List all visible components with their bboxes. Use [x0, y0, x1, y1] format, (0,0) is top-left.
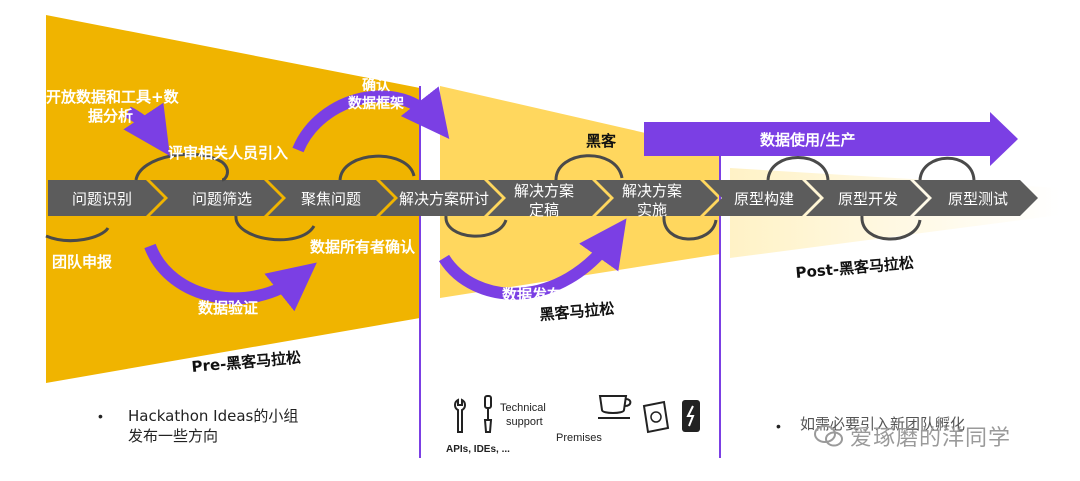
open-data-label-2: 据分析 [88, 107, 133, 125]
open-data-arrow [123, 102, 170, 156]
screwdriver-icon [483, 395, 493, 433]
step-chevron-2 [150, 180, 282, 216]
loop-ring-9 [860, 215, 922, 241]
step-label-3: 聚焦问题 [301, 190, 361, 208]
validate-label: 数据验证 [198, 299, 258, 317]
wrench-icon [454, 398, 466, 433]
right-note-bullet: • [776, 418, 781, 434]
step-chevron-4 [380, 180, 502, 216]
step-label-9: 原型测试 [948, 190, 1008, 208]
wechat-logo-icon [814, 424, 844, 448]
step-label-8: 原型开发 [838, 190, 898, 208]
step-chevron-6 [596, 180, 718, 216]
step-label-5: 解决方案定稿 [514, 182, 574, 219]
step-chevron-1 [48, 180, 164, 216]
right-note: 如需必要引入新团队孵化 [800, 415, 966, 433]
watermark-text: 爱琢磨的洋同学 [850, 426, 1012, 451]
data-usage-arrow [644, 112, 1018, 166]
step-label-1: 问题识别 [72, 190, 132, 208]
left-note-line-1: Hackathon Ideas的小组 [128, 407, 299, 425]
step-label-7: 原型构建 [734, 190, 794, 208]
release-label: 数据发布 [502, 286, 562, 304]
loop-ring-1 [45, 227, 110, 243]
loop-ring-3 [234, 215, 316, 242]
step-chevron-8 [806, 180, 928, 216]
step-chevron-9 [914, 180, 1038, 216]
release-arrow [438, 218, 627, 300]
confirm-label-2: 数据框架 [348, 95, 404, 112]
confirm-arrow [292, 86, 450, 153]
loop-ring-8 [766, 156, 830, 181]
premises-label: Premises [556, 432, 602, 444]
loop-ring-4 [338, 154, 416, 181]
loop-ring-6 [554, 154, 624, 181]
validate-arrow [144, 243, 317, 312]
hacker-label: 黑客 [586, 132, 617, 150]
loop-ring-5 [444, 215, 508, 238]
team-label: 团队申报 [52, 253, 112, 271]
confirm-label-1: 确认 [362, 77, 391, 94]
reviewer-label: 评审相关人员引入 [168, 144, 288, 162]
step-chevron-3 [268, 180, 394, 216]
post-phase-title: Post-黑客马拉松 [795, 254, 915, 282]
tech-support-label-1: Technical [500, 402, 546, 414]
tech-support-label-2: support [506, 416, 543, 428]
snack-bag-icon [642, 400, 670, 434]
coffee-cup-icon [598, 395, 632, 419]
loop-ring-10 [918, 156, 976, 181]
left-note-line-2: 发布一些方向 [128, 427, 219, 445]
step-label-4: 解决方案研讨 [399, 190, 489, 208]
loop-rings [45, 152, 976, 243]
step-label-2: 问题筛选 [192, 190, 252, 208]
loop-ring-2 [134, 152, 229, 182]
process-strip [48, 180, 1038, 216]
flow-arrows [123, 86, 627, 312]
apis-label: APIs, IDEs, ... [446, 444, 510, 455]
energy-drink-icon [682, 400, 700, 432]
owner-label: 数据所有者确认 [310, 238, 416, 256]
left-note-bullet: • [98, 408, 103, 424]
loop-ring-7 [662, 215, 718, 241]
data-usage-label: 数据使用/生产 [760, 131, 855, 149]
open-data-label-1: 开放数据和工具+数 [46, 88, 180, 106]
step-chevron-7 [704, 180, 820, 216]
step-label-6: 解决方案实施 [622, 182, 682, 219]
step-chevron-5 [488, 180, 610, 216]
